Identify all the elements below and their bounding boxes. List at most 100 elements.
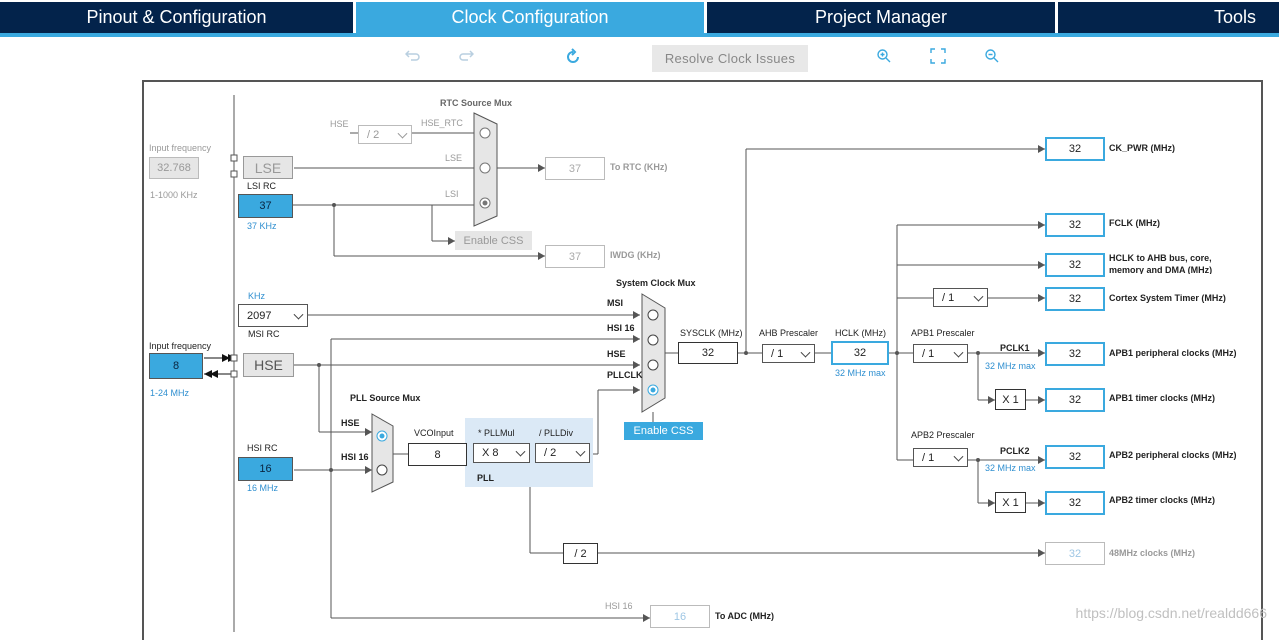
hclk-max-label: 32 MHz max <box>835 368 886 378</box>
pclk1-max-label: 32 MHz max <box>985 361 1036 371</box>
system-clock-mux-title: System Clock Mux <box>616 278 696 288</box>
apb1-timer-value-field[interactable]: 32 <box>1045 388 1105 412</box>
hsi-unit-label: 16 MHz <box>247 483 279 493</box>
hclk-value-field[interactable]: 32 <box>831 341 889 365</box>
apb2-peripheral-value-field[interactable]: 32 <box>1045 445 1105 469</box>
rtc-hse-label: HSE <box>330 119 349 129</box>
rtc-lsi-label: LSI <box>445 189 459 199</box>
tab-tools[interactable]: Tools <box>1058 2 1279 33</box>
ahb-prescaler-select[interactable]: / 1 <box>762 344 815 363</box>
lse-oscillator[interactable]: LSE <box>243 156 293 179</box>
sys-mux-msi-label: MSI <box>607 298 624 308</box>
lse-input-frequency-label: Input frequency <box>149 143 212 153</box>
hsi-rc-label: HSI RC <box>247 443 278 453</box>
apb2-prescaler-select[interactable]: / 1 <box>913 448 968 467</box>
msi-frequency-select[interactable]: 2097 <box>238 304 308 327</box>
pll-hsi16-label: HSI 16 <box>341 452 369 462</box>
tab-pinout-configuration[interactable]: Pinout & Configuration <box>0 2 353 33</box>
pclk2-max-label: 32 MHz max <box>985 463 1036 473</box>
sys-mux-hsi16-label: HSI 16 <box>607 323 635 333</box>
usb48-value-field[interactable]: 32 <box>1045 542 1105 565</box>
pll-mul-select[interactable]: X 8 <box>473 443 530 463</box>
sys-mux-hse-label: HSE <box>607 349 626 359</box>
tab-clock-configuration[interactable]: Clock Configuration <box>356 2 704 33</box>
hse-range-label: 1-24 MHz <box>150 388 190 398</box>
apb1-timer-label: APB1 timer clocks (MHz) <box>1109 393 1216 403</box>
hclk-ahb-label-line2: memory and DMA (MHz) <box>1109 265 1213 274</box>
pclk1-label: PCLK1 <box>1000 343 1030 353</box>
pll-hse-label: HSE <box>341 418 360 428</box>
adc-label: To ADC (MHz) <box>715 611 774 621</box>
apb1-prescaler-label: APB1 Prescaler <box>911 328 975 338</box>
lsi-rc-value: 37 <box>238 194 293 218</box>
fit-screen-icon[interactable] <box>930 48 950 68</box>
zoom-in-icon[interactable] <box>876 48 896 68</box>
rtc-enable-css-button[interactable]: Enable CSS <box>455 231 532 250</box>
lse-range-label: 1-1000 KHz <box>150 190 198 200</box>
hclk-ahb-value-field[interactable]: 32 <box>1045 253 1105 277</box>
hse-rtc-label: HSE_RTC <box>421 118 463 128</box>
tab-project-manager[interactable]: Project Manager <box>707 2 1055 33</box>
lsi-rc-label: LSI RC <box>247 181 277 191</box>
pll-div-select[interactable]: / 2 <box>535 443 590 463</box>
resolve-clock-issues-button[interactable]: Resolve Clock Issues <box>652 45 808 72</box>
iwdg-value: 37 <box>545 245 605 268</box>
hsi-rc-value: 16 <box>238 457 293 481</box>
sysclk-value: 32 <box>678 342 738 364</box>
apb2-timer-label: APB2 timer clocks (MHz) <box>1109 495 1216 505</box>
ck-pwr-label: CK_PWR (MHz) <box>1109 143 1175 153</box>
top-tab-bar: Pinout & Configuration Clock Configurati… <box>0 0 1279 38</box>
cortex-timer-value-field[interactable]: 32 <box>1045 287 1105 311</box>
iwdg-label: IWDG (KHz) <box>610 250 661 260</box>
msi-unit-label: KHz <box>248 291 266 301</box>
hse-input-frequency-field[interactable]: 8 <box>149 353 203 379</box>
to-rtc-label: To RTC (KHz) <box>610 162 668 172</box>
usb-divider: / 2 <box>563 543 598 564</box>
adc-hsi16-label: HSI 16 <box>605 601 633 611</box>
sysclk-label: SYSCLK (MHz) <box>680 328 743 338</box>
hse-oscillator[interactable]: HSE <box>243 353 294 377</box>
enable-css-button[interactable]: Enable CSS <box>624 422 703 440</box>
hse-input-frequency-label: Input frequency <box>149 341 212 351</box>
apb2-peripheral-label: APB2 peripheral clocks (MHz) <box>1109 450 1237 460</box>
apb2-timer-value-field[interactable]: 32 <box>1045 491 1105 515</box>
pll-div-label: / PLLDiv <box>539 428 574 438</box>
apb1-timer-multiplier: X 1 <box>995 389 1026 410</box>
cortex-timer-label: Cortex System Timer (MHz) <box>1109 293 1226 303</box>
hse-rtc-divider-select[interactable]: / 2 <box>358 125 412 144</box>
apb1-prescaler-select[interactable]: / 1 <box>913 344 968 363</box>
lse-input-frequency-field[interactable]: 32.768 <box>149 157 199 179</box>
adc-value-field[interactable]: 16 <box>650 605 710 628</box>
pll-mul-label: * PLLMul <box>478 428 515 438</box>
clock-tree-canvas <box>142 80 1263 640</box>
sys-mux-pllclk-label: PLLCLK <box>607 370 643 380</box>
undo-icon[interactable] <box>405 48 425 68</box>
rtc-lse-label: LSE <box>445 153 463 163</box>
redo-icon[interactable] <box>458 48 478 68</box>
pll-source-mux-title: PLL Source Mux <box>350 393 421 403</box>
apb2-timer-multiplier: X 1 <box>995 492 1026 513</box>
hclk-label: HCLK (MHz) <box>835 328 886 338</box>
rtc-source-mux-title: RTC Source Mux <box>440 98 513 108</box>
ck-pwr-value-field[interactable]: 32 <box>1045 137 1105 161</box>
ahb-prescaler-label: AHB Prescaler <box>759 328 819 338</box>
apb1-peripheral-label: APB1 peripheral clocks (MHz) <box>1109 348 1237 358</box>
fclk-label: FCLK (MHz) <box>1109 218 1160 228</box>
tab-underline <box>0 33 1279 37</box>
msi-rc-label: MSI RC <box>248 329 280 339</box>
lsi-unit-label: 37 KHz <box>247 221 277 231</box>
apb2-prescaler-label: APB2 Prescaler <box>911 430 975 440</box>
hclk-ahb-label: HCLK to AHB bus, core, <box>1109 253 1212 263</box>
apb1-peripheral-value-field[interactable]: 32 <box>1045 342 1105 366</box>
vco-input-label: VCOInput <box>414 428 454 438</box>
refresh-icon[interactable] <box>564 48 584 68</box>
cortex-timer-divider-select[interactable]: / 1 <box>933 288 988 307</box>
pclk2-label: PCLK2 <box>1000 446 1030 456</box>
vco-input-value: 8 <box>408 443 467 466</box>
watermark: https://blog.csdn.net/realdd666 <box>1075 605 1267 621</box>
pll-label: PLL <box>477 473 494 483</box>
fclk-value-field[interactable]: 32 <box>1045 213 1105 237</box>
to-rtc-value: 37 <box>545 157 605 180</box>
zoom-out-icon[interactable] <box>984 48 1004 68</box>
